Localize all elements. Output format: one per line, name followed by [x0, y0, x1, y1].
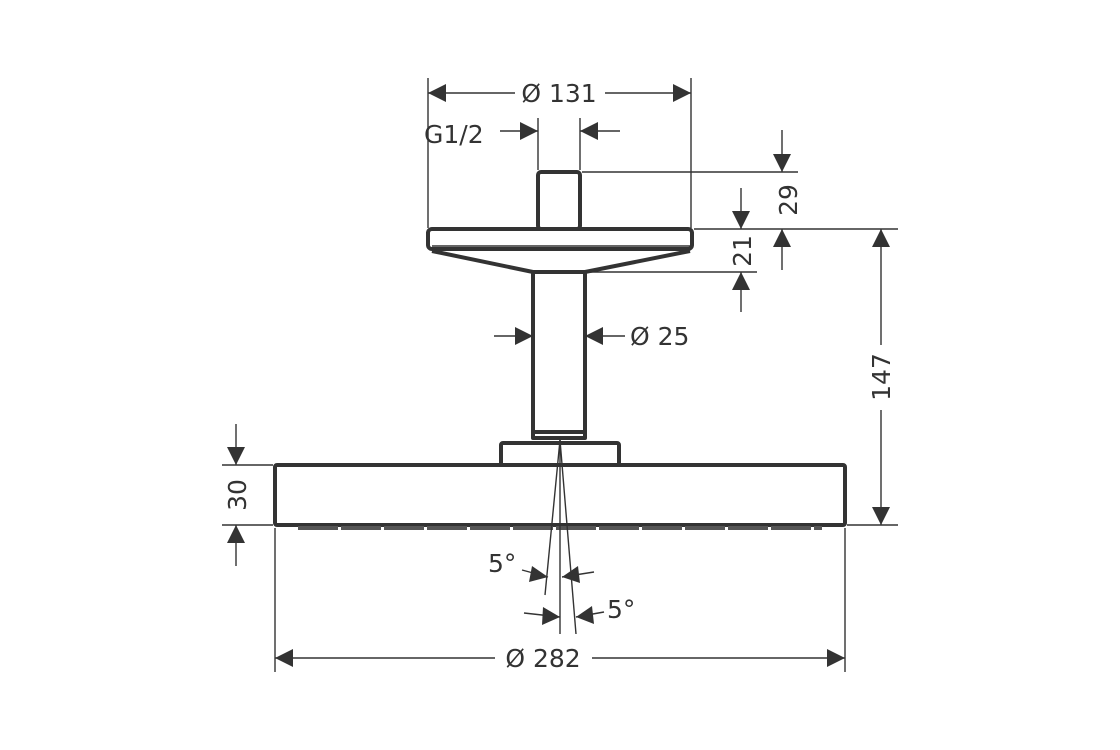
dimension-282: Ø 282	[275, 644, 845, 673]
angle-right-label: 5°	[607, 595, 635, 624]
nipple	[536, 170, 582, 231]
dim-head-diameter-label: Ø 282	[505, 644, 580, 673]
dim-pipe-diameter-label: Ø 25	[630, 322, 689, 351]
extension-lines	[222, 78, 898, 672]
dim-nipple-height-label: 29	[774, 184, 803, 216]
dim-top-diameter-label: Ø 131	[521, 79, 596, 108]
dimension-21: 21	[728, 188, 757, 312]
dimension-147: 147	[867, 229, 896, 525]
dim-thread-label: G1/2	[424, 120, 484, 149]
dimension-thread: G1/2	[424, 120, 620, 149]
angle-left-label: 5°	[488, 549, 516, 578]
angle-dimensions: 5° 5°	[488, 549, 635, 625]
dimension-30: 30	[223, 424, 252, 566]
dimension-131: Ø 131	[428, 79, 691, 108]
dimension-25: Ø 25	[494, 322, 689, 351]
ceiling-flange	[426, 227, 694, 251]
dim-head-height-label: 30	[223, 479, 252, 511]
dim-flange-height-label: 21	[728, 235, 757, 267]
flange-cone	[431, 249, 691, 274]
dim-total-height-label: 147	[867, 353, 896, 401]
center-lines	[544, 439, 577, 635]
pipe	[531, 270, 587, 440]
dimension-29: 29	[773, 130, 803, 270]
